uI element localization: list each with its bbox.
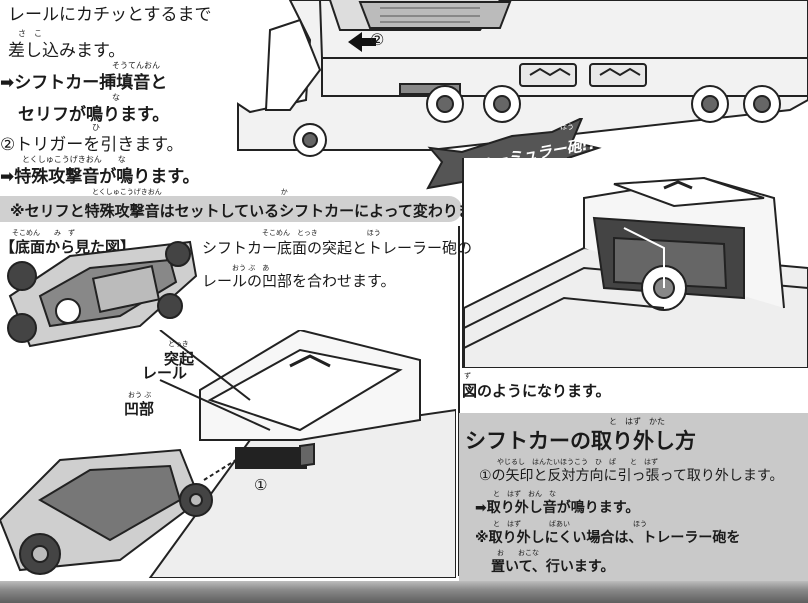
step1-line-c: ➡シフトカー挿填音と	[0, 73, 168, 93]
ruby: そうてんおん	[112, 61, 160, 70]
desc-line-2: レールの凹部を合わせます。	[202, 272, 396, 290]
removal-line2: ➡取り外し音が鳴ります。	[475, 500, 640, 516]
removal-line1-ruby: やじるし はんたいほうこう ひ ぱ と はず	[497, 458, 658, 466]
recess-label: 凹部	[124, 400, 155, 418]
result-text: 図のようになります。	[462, 382, 611, 400]
desc-ruby-1: そこめん とっき ほう	[262, 229, 381, 237]
ruby: さ こ	[18, 29, 42, 38]
attach-diagram-illustration	[0, 330, 456, 578]
ruby: な	[112, 93, 120, 102]
removal-line3: ※取り外しにくい場合は、トレーラー砲を	[475, 530, 741, 546]
trailer-side-illustration: ②	[230, 0, 808, 160]
note-text: ※セリフと特殊攻撃音はセットしているシフトカーによって変わります。	[10, 202, 502, 220]
ruby: とくしゅこうげきおん な	[22, 155, 126, 164]
ruby: ひ	[92, 123, 100, 132]
step1-line-a: レールにカチッとするまで	[8, 5, 212, 25]
step1-line-f: ➡特殊攻撃音が鳴ります。	[0, 167, 200, 187]
removal-line4-ruby: お おこな	[497, 549, 539, 557]
step1-line-b: 差し込みます。	[8, 41, 126, 61]
removal-heading: シフトカーの取り外し方	[465, 429, 696, 453]
result-ruby: ず	[464, 372, 471, 380]
desc-line-1: シフトカー底面の突起とトレーラー砲の	[202, 239, 473, 257]
removal-line1: ①の矢印と反対方向に引っ張って取り外します。	[479, 468, 784, 484]
note-bar: とくしゅこうげきおん か ※セリフと特殊攻撃音はセットしているシフトカーによって…	[0, 188, 501, 222]
removal-heading-ruby: と はず かた	[609, 417, 665, 426]
circle-number-1: ①	[254, 476, 268, 494]
protrusion-label: 突起	[164, 350, 195, 368]
removal-line3-ruby: と はず ばあい ほう	[493, 520, 647, 528]
bottom-view-label-ruby: そこめん み ず	[12, 229, 75, 237]
removal-line4: 置いて、行います。	[491, 559, 615, 575]
circle-number-2: ②	[370, 30, 385, 49]
recess-ruby: おう ぶ	[128, 391, 152, 399]
step1-line-d: セリフが鳴ります。	[18, 105, 170, 125]
step1-line-e: ②トリガーを引きます。	[0, 135, 184, 155]
rail-label: レール	[142, 364, 188, 382]
callout-ruby: ほう	[560, 123, 574, 131]
removal-instructions: と はず かた シフトカーの取り外し方 やじるし はんたいほうこう ひ ぱ と …	[459, 413, 808, 581]
ruby: さ こ	[34, 0, 58, 2]
bottom-band	[0, 581, 808, 603]
desc-ruby-2: おう ぶ あ	[232, 264, 270, 272]
note-ruby: とくしゅこうげきおん か	[92, 188, 288, 196]
car-underside-illustration	[0, 236, 200, 356]
result-illustration	[462, 158, 808, 369]
removal-line2-ruby: と はず おん な	[493, 490, 556, 498]
